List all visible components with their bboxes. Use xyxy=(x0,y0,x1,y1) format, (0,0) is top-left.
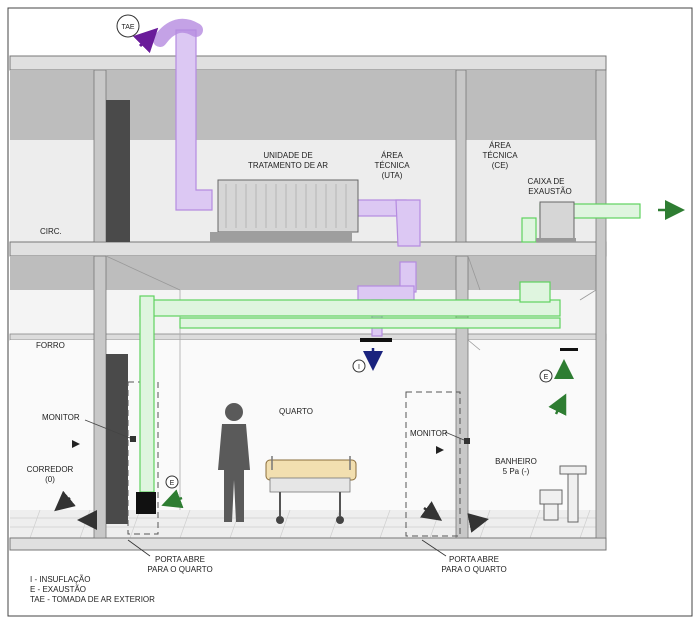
area-ce-label-1: ÁREA xyxy=(489,141,511,150)
room-exhaust-arrow xyxy=(161,489,184,509)
door-flow-arrow-1 xyxy=(419,501,443,521)
caixa-label-1: CAIXA DE xyxy=(528,177,565,186)
roof-slab xyxy=(9,55,607,71)
banheiro-label-1: BANHEIRO xyxy=(495,457,537,466)
monitor-right-device xyxy=(464,438,470,444)
area-uta-label-3: (UTA) xyxy=(382,171,403,180)
banheiro-label-2: 5 Pa (-) xyxy=(503,467,530,476)
area-ce-label-3: (CE) xyxy=(492,161,509,170)
porta-left-label-2: PARA O QUARTO xyxy=(147,565,212,574)
legend-item-1: I - INSUFLAÇÃO xyxy=(30,575,90,584)
marker-e-room-label: E xyxy=(170,480,175,487)
marker-e-room-circle xyxy=(165,475,179,489)
bottom-slab xyxy=(9,537,607,551)
corredor-label-1: CORREDOR xyxy=(27,465,74,474)
outer-frame xyxy=(7,7,693,617)
legend-item-3: TAE - TOMADA DE AR EXTERIOR xyxy=(30,595,155,604)
monitor-left-triangle xyxy=(72,440,80,448)
floor-grid xyxy=(10,509,606,539)
tae-intake-arrow xyxy=(132,27,159,54)
hospital-bed xyxy=(265,456,357,524)
bathroom-fixtures xyxy=(539,465,587,523)
uta-label-1: UNIDADE DE xyxy=(263,151,312,160)
marker-e-bath-label: E xyxy=(544,374,549,381)
monitor-right-label: MONITOR xyxy=(410,429,448,438)
porta-right-label-2: PARA O QUARTO xyxy=(441,565,506,574)
corridor-door xyxy=(106,354,128,524)
monitor-left-label: MONITOR xyxy=(42,413,80,422)
marker-i-label: I xyxy=(358,364,360,371)
right-wall xyxy=(595,69,607,539)
tae-label: TAE xyxy=(121,24,134,31)
lower-left-wall xyxy=(93,255,107,539)
monitor-left-device xyxy=(130,436,136,442)
upper-door xyxy=(106,100,130,242)
forro-label: FORRO xyxy=(36,341,65,350)
area-uta-label-2: TÉCNICA xyxy=(374,161,410,170)
corredor-label-2: (0) xyxy=(45,475,55,484)
ahu-unit xyxy=(210,179,359,242)
corridor-flow-arrow-1 xyxy=(54,490,76,512)
door-flow-arrow-2 xyxy=(467,513,489,533)
area-uta-label-1: ÁREA xyxy=(381,151,403,160)
porta-left-label-1: PORTA ABRE xyxy=(155,555,205,564)
door-swing-right xyxy=(405,391,461,537)
uta-label-2: TRATAMENTO DE AR xyxy=(248,161,328,170)
marker-e-bath-circle xyxy=(539,369,553,383)
marker-i-circle xyxy=(352,359,366,373)
upper-mid-wall xyxy=(455,69,467,243)
supply-diffuser xyxy=(360,338,392,342)
exhaust-box xyxy=(536,201,576,242)
caixa-label-2: EXAUSTÃO xyxy=(528,187,572,196)
upper-left-wall xyxy=(93,69,107,243)
person-figure xyxy=(218,403,250,522)
circ-label: CIRC. xyxy=(40,227,62,236)
bath-exhaust-grille xyxy=(560,348,578,351)
exhaust-grille-room xyxy=(136,492,156,514)
middle-slab xyxy=(9,241,607,257)
porta-right-label-1: PORTA ABRE xyxy=(449,555,499,564)
legend-item-2: E - EXAUSTÃO xyxy=(30,585,86,594)
tae-marker xyxy=(116,14,140,38)
area-ce-label-2: TÉCNICA xyxy=(482,151,518,160)
bath-exhaust-arrow-1 xyxy=(548,393,567,416)
quarto-label: QUARTO xyxy=(279,407,313,416)
lower-mid-wall xyxy=(455,255,469,539)
monitor-right-triangle xyxy=(436,446,444,454)
